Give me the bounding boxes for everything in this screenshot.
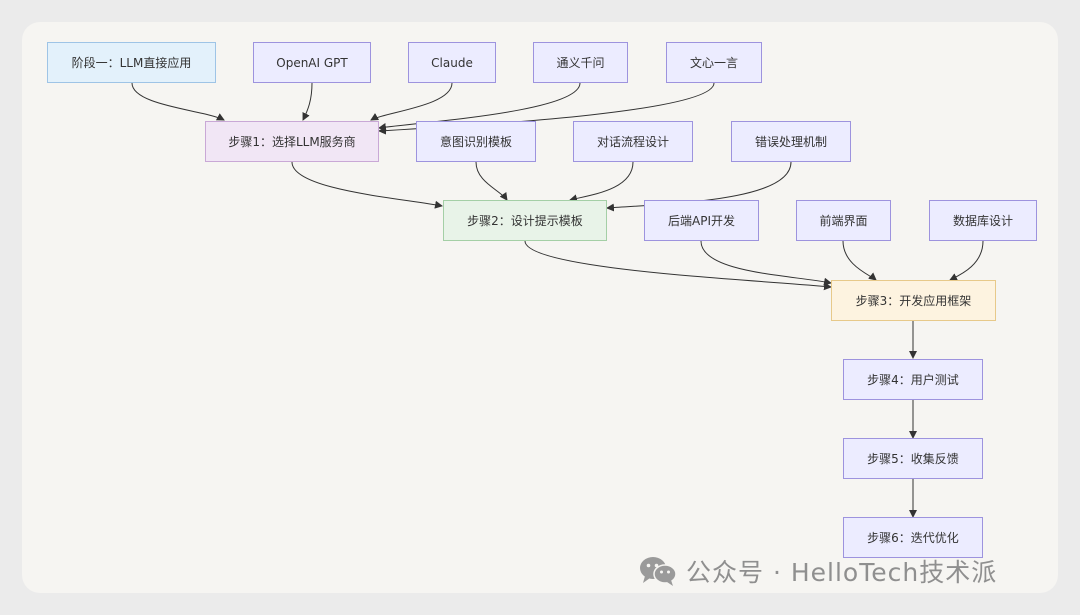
node-wenxin: 文心一言: [666, 42, 762, 83]
node-backend-api: 后端API开发: [644, 200, 759, 241]
node-step6: 步骤6：迭代优化: [843, 517, 983, 558]
watermark-text: 公众号 · HelloTech技术派: [686, 558, 998, 587]
node-frontend: 前端界面: [796, 200, 891, 241]
watermark: 公众号 · HelloTech技术派: [638, 552, 997, 590]
node-step5: 步骤5：收集反馈: [843, 438, 983, 479]
node-step3: 步骤3：开发应用框架: [831, 280, 996, 321]
node-database: 数据库设计: [929, 200, 1037, 241]
node-step4: 步骤4：用户测试: [843, 359, 983, 400]
node-openai-gpt: OpenAI GPT: [253, 42, 371, 83]
node-claude: Claude: [408, 42, 496, 83]
node-step1: 步骤1：选择LLM服务商: [205, 121, 379, 162]
node-error-handling: 错误处理机制: [731, 121, 851, 162]
node-phase1: 阶段一：LLM直接应用: [47, 42, 216, 83]
node-step2: 步骤2：设计提示模板: [443, 200, 607, 241]
node-intent-template: 意图识别模板: [416, 121, 536, 162]
node-dialog-design: 对话流程设计: [573, 121, 693, 162]
node-tongyi: 通义千问: [533, 42, 628, 83]
wechat-icon: [640, 557, 677, 586]
